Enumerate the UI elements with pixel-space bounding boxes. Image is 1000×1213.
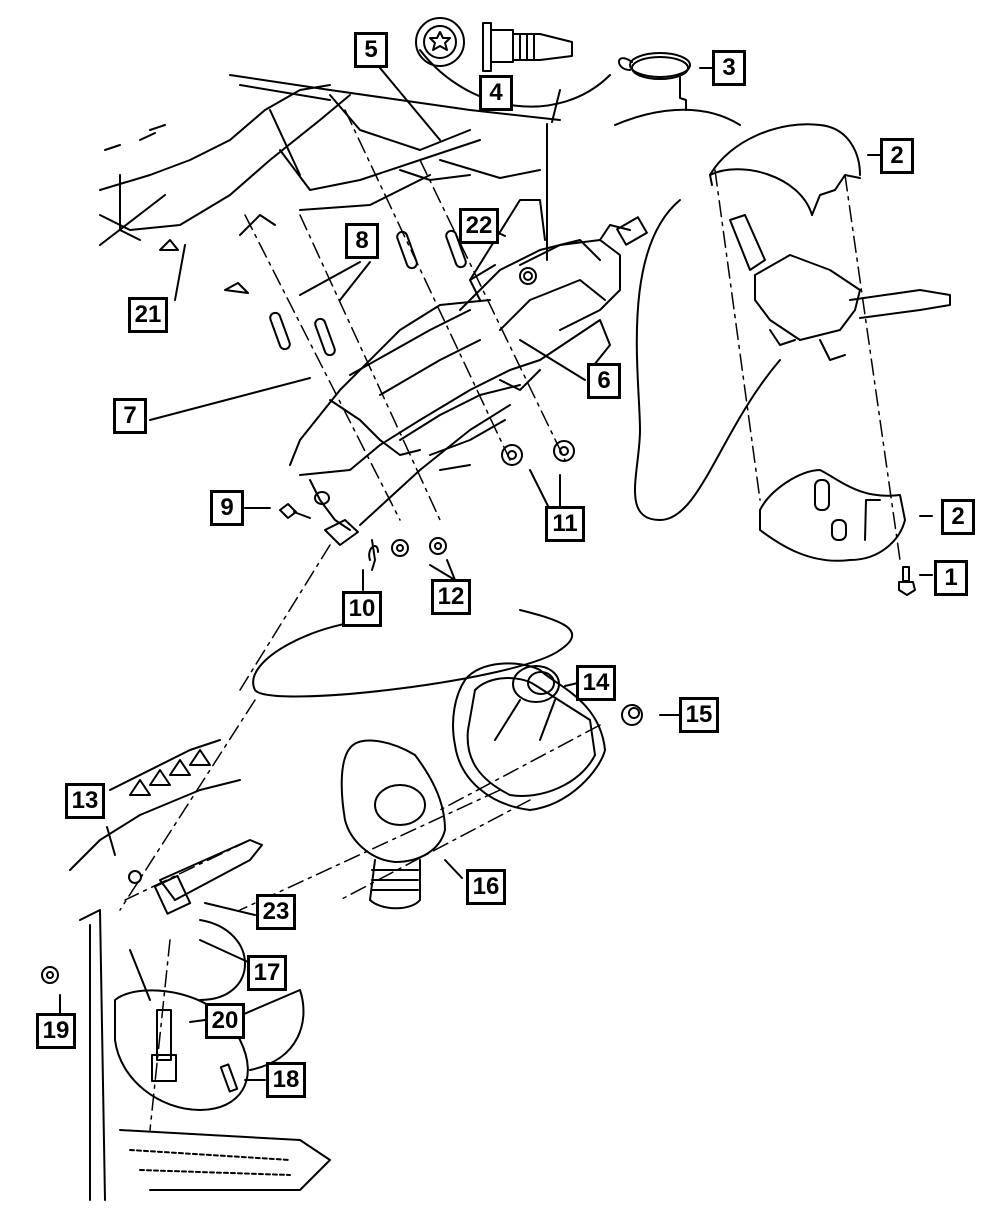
callout-4: 4: [479, 75, 513, 111]
callout-16: 16: [466, 869, 506, 905]
callout-21: 21: [128, 297, 168, 333]
studs-art: [269, 229, 467, 357]
column-boot-art: [452, 662, 643, 811]
callout-13: 13: [65, 783, 105, 819]
callout-6: 6: [587, 363, 621, 399]
multifunction-switch-art: [729, 214, 951, 361]
lock-cylinder-art: [415, 17, 573, 72]
callout-1: 1: [934, 560, 968, 596]
callout-5: 5: [354, 32, 388, 68]
callout-8: 8: [345, 223, 379, 259]
callout-2-lower-shroud: 2: [941, 499, 975, 535]
dash-panel-bracket-art: [99, 74, 561, 294]
lower-frame-art: [41, 739, 331, 1201]
callout-14: 14: [576, 665, 616, 701]
upper-shroud-art: [709, 123, 861, 216]
lower-shroud-art: [759, 469, 906, 562]
callout-20: 20: [205, 1003, 245, 1039]
callout-3: 3: [712, 50, 746, 86]
callout-15: 15: [679, 697, 719, 733]
steering-column-art: [289, 199, 648, 531]
callout-7: 7: [113, 398, 147, 434]
callout-19: 19: [36, 1013, 76, 1049]
screw-art: [898, 566, 916, 596]
curve-guides: [252, 49, 781, 698]
callout-22: 22: [459, 208, 499, 244]
callout-10: 10: [342, 591, 382, 627]
dash-boot-art: [340, 739, 446, 910]
spring-art: [618, 52, 691, 111]
fasteners-art: [279, 440, 575, 571]
callout-2-upper-shroud: 2: [880, 138, 914, 174]
leader-lines: [59, 67, 933, 1081]
callout-23: 23: [256, 894, 296, 930]
callout-11: 11: [545, 506, 585, 542]
assembly-lines: [119, 109, 901, 1131]
callout-12: 12: [431, 579, 471, 615]
callout-17: 17: [247, 955, 287, 991]
callout-9: 9: [210, 490, 244, 526]
callout-18: 18: [266, 1062, 306, 1098]
